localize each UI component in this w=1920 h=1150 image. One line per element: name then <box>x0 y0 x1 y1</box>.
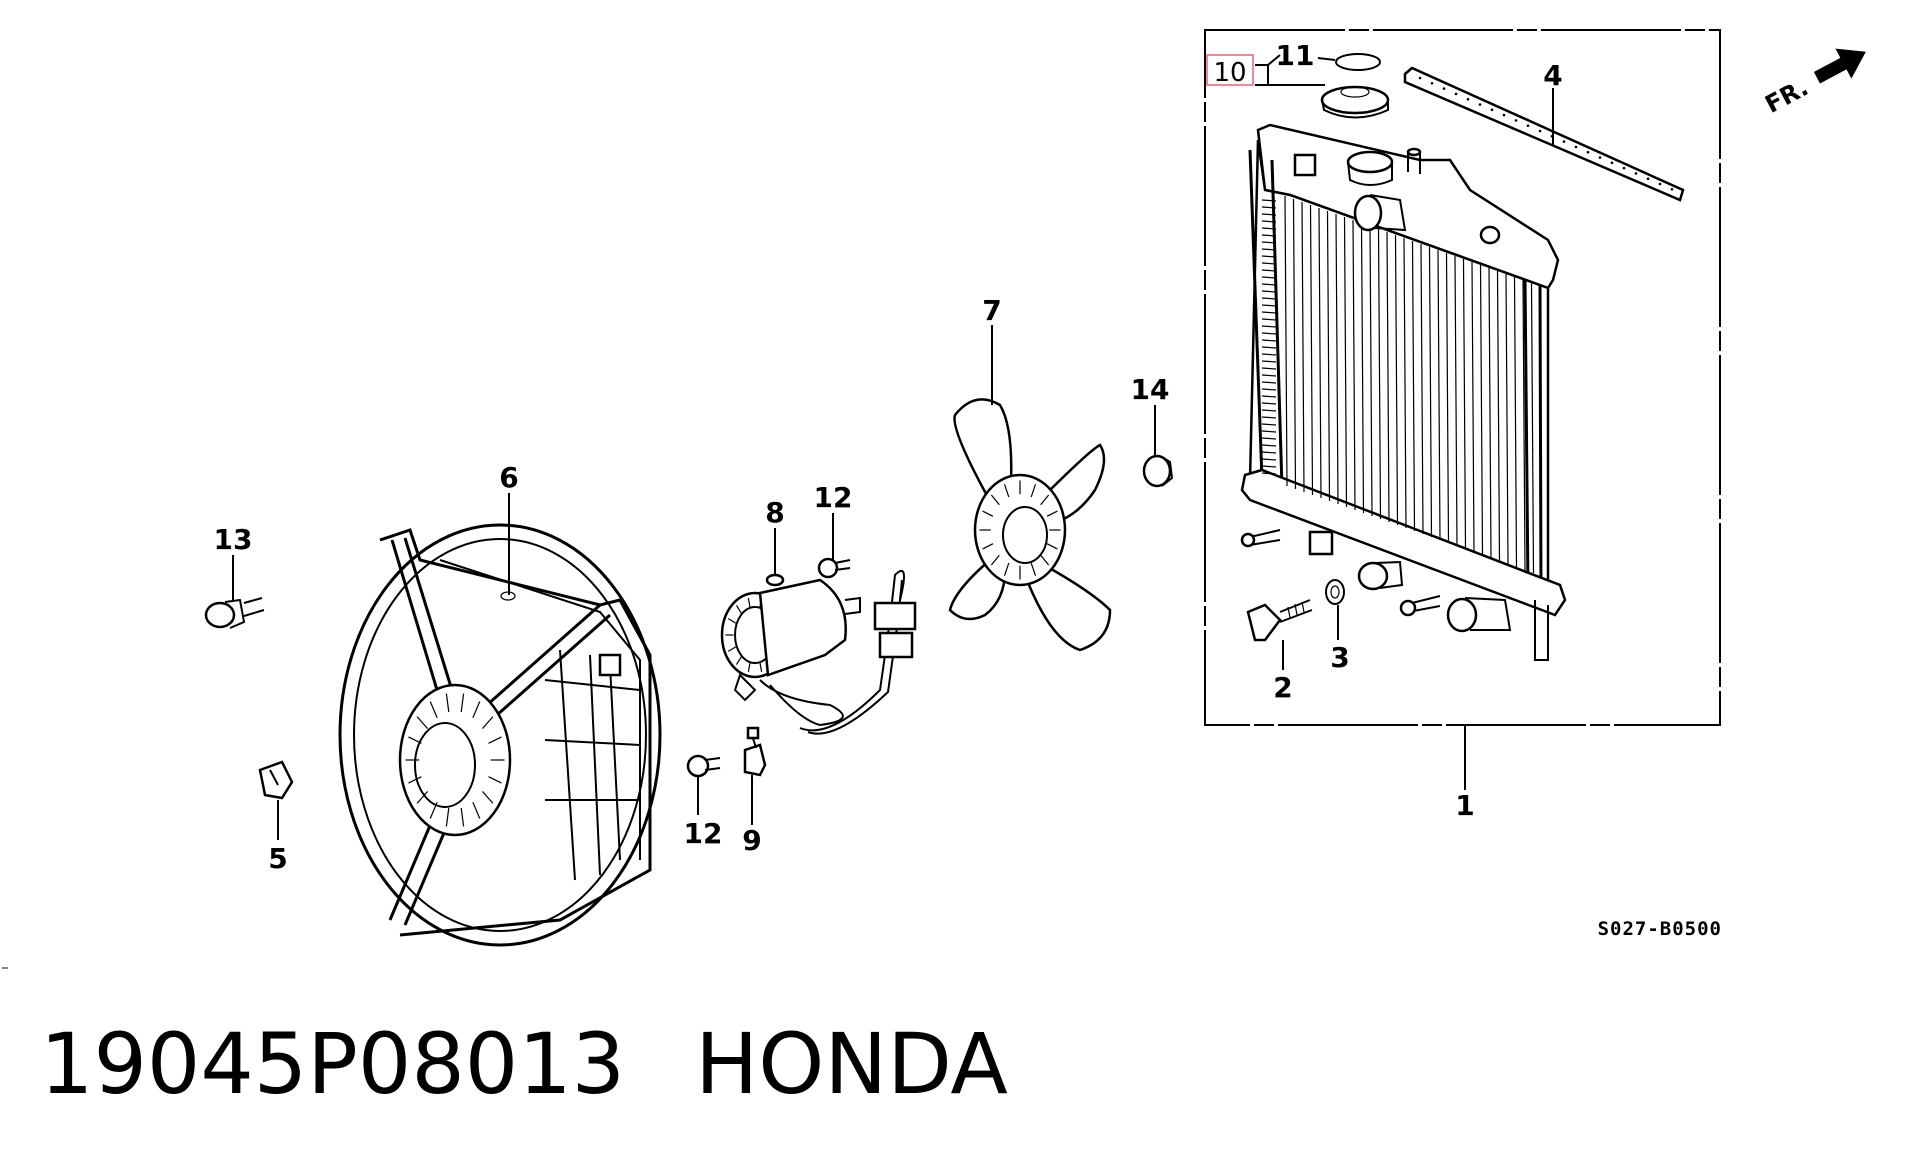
part-title: 19045P08013 HONDA <box>40 1015 1008 1113</box>
callout-2: 2 <box>1273 671 1292 704</box>
callout-1: 1 <box>1455 789 1474 822</box>
drain-plug-part <box>1246 599 1313 642</box>
clip-part-5 <box>258 760 294 800</box>
radiator-assembly-frame <box>1204 29 1721 726</box>
part-number: 19045P08013 <box>40 1015 626 1113</box>
callout-4: 4 <box>1543 59 1562 92</box>
radiator-part <box>1240 123 1567 661</box>
callout-11: 11 <box>1276 39 1315 72</box>
callout-5: 5 <box>268 842 287 875</box>
callout-3: 3 <box>1330 641 1349 674</box>
callout-labels: 1 2 3 4 5 6 7 8 9 10 11 12 12 13 14 <box>214 39 1563 875</box>
front-direction-indicator: FR. <box>1761 48 1866 119</box>
brand-name: HONDA <box>695 1015 1008 1113</box>
cushion-strip-part <box>1403 66 1685 202</box>
callout-12-bottom: 12 <box>684 817 723 850</box>
arrow-right-icon <box>1813 48 1866 84</box>
callout-9: 9 <box>742 824 761 857</box>
callout-8: 8 <box>765 496 784 529</box>
callout-14: 14 <box>1131 373 1170 406</box>
callout-10: 10 <box>1213 58 1246 88</box>
o-ring-part <box>1335 53 1381 71</box>
drawing-code: S027-B0500 <box>1598 918 1722 940</box>
bracket-part-9 <box>743 726 767 777</box>
fan-shroud-part <box>338 523 662 947</box>
grommet-part-14 <box>1142 454 1174 488</box>
callout-12-top: 12 <box>814 481 853 514</box>
callout-10-highlight <box>1206 54 1254 86</box>
callout-7: 7 <box>982 294 1001 327</box>
front-direction-label: FR. <box>1761 73 1813 119</box>
bolt-part-13 <box>204 597 265 629</box>
fan-motor-part <box>720 569 917 735</box>
callout-6: 6 <box>499 461 518 494</box>
leader-lines <box>232 54 1554 840</box>
washer-part <box>1325 579 1345 605</box>
bolt-part-12-bottom <box>686 754 721 778</box>
bolt-part-12-top <box>817 557 851 579</box>
callout-13: 13 <box>214 523 253 556</box>
fan-blade-part <box>948 398 1112 652</box>
radiator-cap-part <box>1320 85 1390 119</box>
